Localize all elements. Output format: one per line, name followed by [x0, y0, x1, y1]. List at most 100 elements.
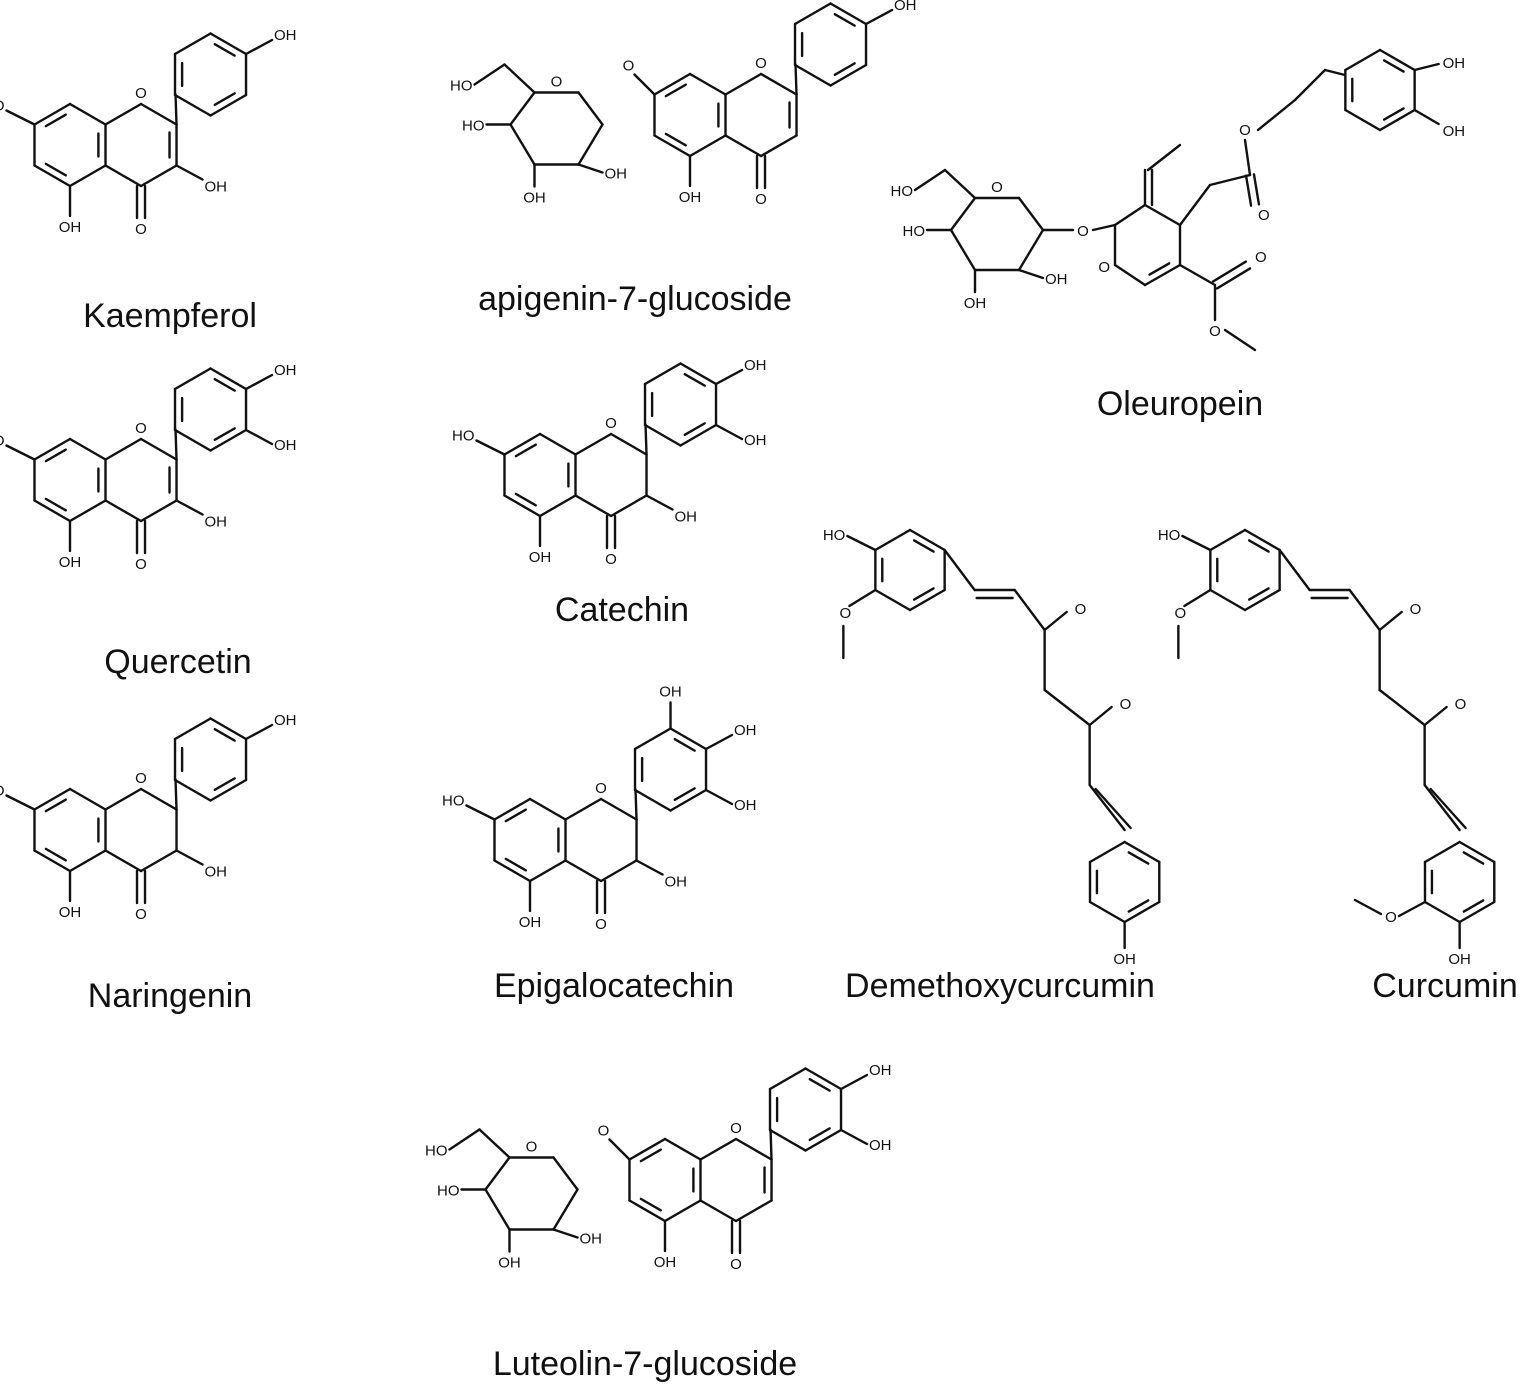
atom-label-oxygen: O: [1455, 696, 1467, 713]
bond: [734, 1137, 773, 1161]
atom-label-oxygen: O: [526, 1139, 538, 1156]
bond: [759, 134, 798, 158]
bond: [175, 849, 204, 866]
bond: [1017, 268, 1045, 280]
bond: [1397, 900, 1427, 918]
ring-bond: [33, 787, 72, 811]
atom-label-hydroxyl: OH: [665, 874, 688, 891]
double-bond: [833, 12, 856, 27]
atom-label-oxygen: O: [595, 780, 607, 797]
bond: [848, 588, 877, 608]
ring-bond: [33, 437, 72, 461]
double-bond: [1148, 262, 1171, 276]
double-bond: [683, 422, 706, 437]
ring-bond: [1113, 263, 1147, 287]
ring-bond: [577, 123, 604, 166]
bond: [846, 534, 877, 552]
bond: [139, 164, 178, 188]
ring-bond: [209, 367, 248, 391]
bond: [175, 164, 204, 181]
ring-bond: [653, 134, 692, 158]
ring-bond: [509, 123, 536, 166]
double-bond: [213, 92, 236, 107]
atom-label-hydroxyl_left: HO: [437, 1183, 460, 1200]
atom-label-hydroxyl: OH: [579, 1231, 602, 1248]
bond: [139, 102, 178, 126]
bond: [175, 499, 204, 516]
ring-bond: [33, 102, 72, 126]
double-bond: [514, 492, 537, 507]
double-bond: [808, 1127, 831, 1142]
atom-label-oxygen: O: [840, 605, 852, 622]
atom-label-hydroxyl: OH: [274, 437, 297, 454]
ring-bond: [1378, 108, 1416, 132]
atom-label-oxygen: O: [135, 556, 147, 573]
bond: [552, 1228, 579, 1239]
atom-label-hydroxyl: OH: [734, 797, 757, 814]
label-catechin: Catechin: [555, 591, 689, 629]
atom-label-hydroxyl_left: HO: [452, 428, 475, 445]
bond: [465, 804, 496, 821]
double-bond: [504, 808, 527, 823]
bond: [599, 797, 638, 821]
ring-bond: [1088, 840, 1126, 864]
double-bond: [808, 1077, 831, 1092]
double-bond: [1127, 899, 1150, 913]
bond: [139, 849, 178, 873]
atom-label-oxygen: O: [135, 85, 147, 102]
bond: [1208, 173, 1252, 187]
ring-bond: [173, 32, 212, 56]
atom-label-hydroxyl: OH: [519, 914, 542, 931]
ring-bond: [633, 727, 672, 751]
ring-bond: [484, 1156, 511, 1191]
label-curcumin: Curcumin: [1372, 967, 1517, 1005]
ring-bond: [949, 196, 977, 232]
double-bond: [1127, 851, 1150, 865]
atom-label-oxygen: O: [1255, 249, 1267, 266]
bond: [634, 788, 638, 821]
atom-label-hydroxyl_left: HO: [903, 223, 926, 240]
bond: [608, 1138, 631, 1161]
ring-bond: [679, 362, 718, 386]
atom-label-oxygen: O: [135, 906, 147, 923]
bond: [1181, 534, 1212, 552]
ring-bond: [679, 423, 718, 447]
double-bond: [213, 777, 236, 792]
double-bond: [1462, 851, 1485, 865]
atom-label-hydroxyl: OH: [744, 432, 767, 449]
ring-bond: [688, 134, 727, 158]
bond: [448, 1128, 481, 1151]
bond: [1243, 138, 1252, 177]
atom-label-oxygen: O: [1120, 696, 1132, 713]
ring-bond: [552, 1156, 579, 1191]
ring-bond: [628, 1199, 667, 1223]
ring-bond: [493, 797, 532, 821]
bond: [104, 164, 143, 188]
atom-label-oxygen: O: [595, 916, 607, 933]
double-bond: [1382, 59, 1405, 73]
chain-bond: [943, 548, 976, 592]
bond: [913, 168, 947, 192]
ring-bond: [528, 797, 567, 821]
ring-bond: [68, 437, 107, 461]
ring-bond: [209, 32, 248, 56]
ring-bond: [503, 432, 542, 456]
ring-bond: [68, 787, 107, 811]
double-bond: [1247, 587, 1270, 601]
ring-bond: [663, 1199, 702, 1223]
chain-bond: [1378, 688, 1426, 727]
bond: [473, 63, 506, 86]
ring-bond: [1423, 840, 1461, 864]
atom-label-hydroxyl: OH: [679, 189, 702, 206]
ring-bond: [1209, 528, 1247, 552]
double-bond: [1252, 173, 1261, 206]
bond: [104, 102, 143, 126]
ring-bond: [577, 91, 604, 126]
bond: [1178, 183, 1212, 227]
chain-bond: [1348, 588, 1381, 632]
ring-bond: [68, 499, 107, 523]
bond: [174, 428, 178, 461]
